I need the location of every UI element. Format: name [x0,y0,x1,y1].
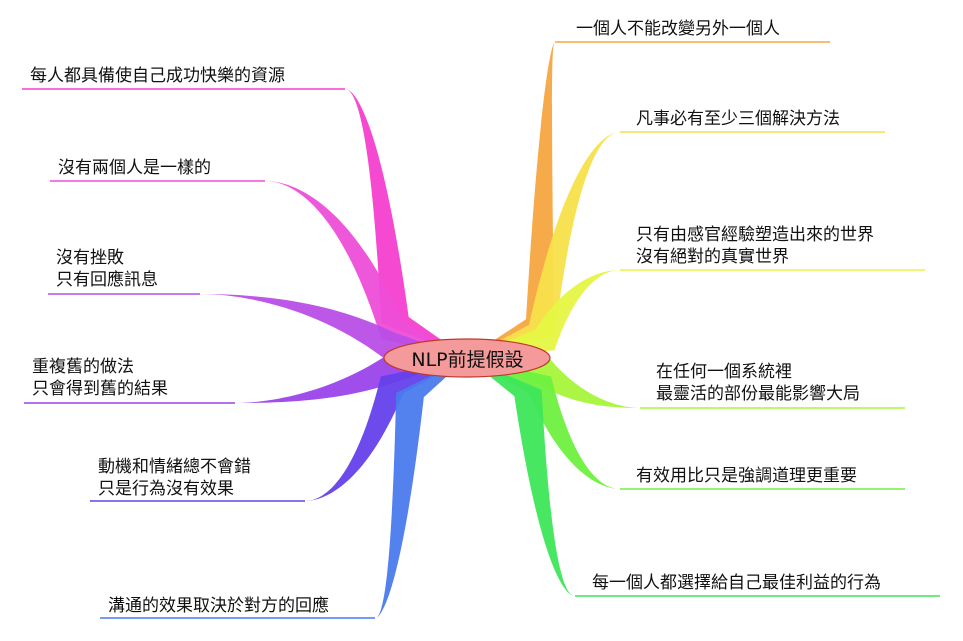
branch-left-1 [345,89,467,358]
branch-label-line: 最靈活的部份最能影響大局 [656,384,860,404]
center-title[interactable]: NLP前提假設 [411,348,524,371]
branch-label-line: 重複舊的做法 [32,357,134,377]
branch-right-5 [467,358,620,489]
branch-label-right-5[interactable]: 有效用比只是強調道理更重要 [636,465,857,487]
branch-label-left-4[interactable]: 重複舊的做法只會得到舊的結果 [32,356,168,400]
branch-label-line: 只是行為沒有效果 [98,479,234,499]
branch-label-left-2[interactable]: 沒有兩個人是一樣的 [58,157,211,179]
branch-label-right-1[interactable]: 一個人不能改變另外一個人 [576,18,780,40]
branch-left-2 [265,181,467,358]
branch-label-left-6[interactable]: 溝通的效果取決於對方的回應 [108,595,329,617]
branch-label-line: 動機和情緒總不會錯 [98,457,251,477]
branch-label-line: 溝通的效果取決於對方的回應 [108,596,329,616]
branch-label-left-1[interactable]: 每人都具備使自己成功快樂的資源 [30,65,285,87]
branch-right-1 [467,42,555,358]
branch-label-line: 每一個人都選擇給自己最佳利益的行為 [592,573,881,593]
branch-label-right-3[interactable]: 只有由感官經驗塑造出來的世界沒有絕對的真實世界 [636,224,874,268]
branch-label-line: 沒有挫敗 [56,248,124,268]
branch-label-line: 只有由感官經驗塑造出來的世界 [636,225,874,245]
branch-label-line: 只有回應訊息 [56,270,158,290]
branch-label-line: 沒有兩個人是一樣的 [58,158,211,178]
branch-label-left-3[interactable]: 沒有挫敗只有回應訊息 [56,247,158,291]
branch-label-line: 凡事必有至少三個解決方法 [636,109,840,129]
branch-left-5 [305,358,467,501]
center-node[interactable] [383,338,551,378]
branch-left-3 [200,294,467,359]
branch-right-3 [467,270,620,358]
branch-label-right-6[interactable]: 每一個人都選擇給自己最佳利益的行為 [592,572,881,594]
branch-label-line: 在任何一個系統裡 [656,362,792,382]
branch-right-6 [467,358,575,596]
branch-label-line: 只會得到舊的結果 [32,379,168,399]
branch-label-right-2[interactable]: 凡事必有至少三個解決方法 [636,108,840,130]
branch-right-2 [467,132,620,358]
branch-label-line: 沒有絕對的真實世界 [636,247,789,267]
branch-label-line: 有效用比只是強調道理更重要 [636,466,857,486]
branch-label-left-5[interactable]: 動機和情緒總不會錯只是行為沒有效果 [98,456,251,500]
branch-label-right-4[interactable]: 在任何一個系統裡最靈活的部份最能影響大局 [656,361,860,405]
branch-left-6 [375,358,467,618]
branch-label-line: 一個人不能改變另外一個人 [576,19,780,39]
branch-label-line: 每人都具備使自己成功快樂的資源 [30,66,285,86]
